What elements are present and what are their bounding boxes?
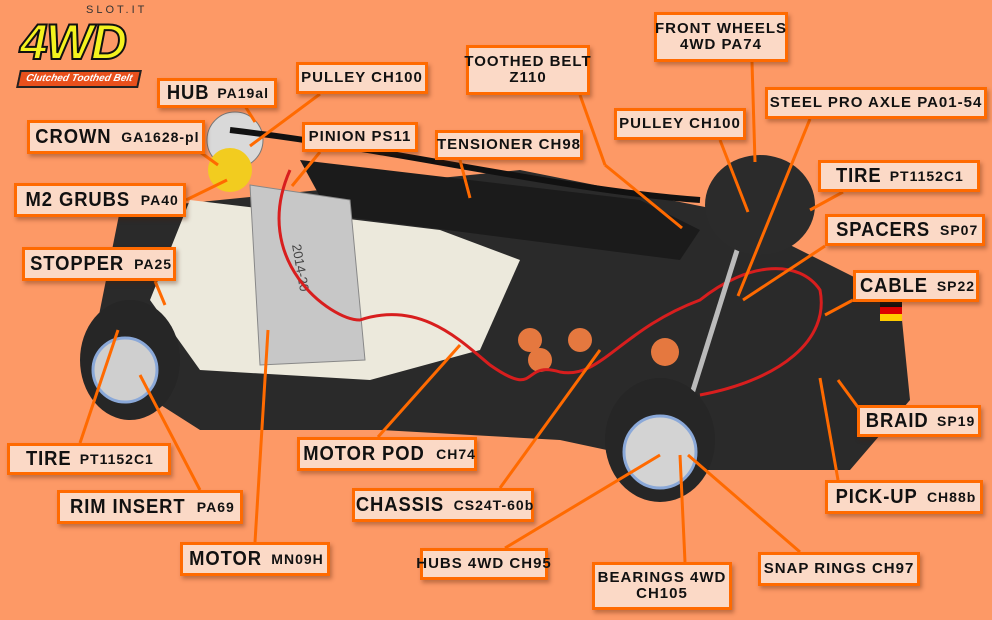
- label-snap-rings: SNAP RINGS CH97: [758, 552, 920, 586]
- label-pulley-front: PULLEY CH100: [614, 108, 746, 140]
- label-hubs-4wd: HUBS 4WD CH95: [416, 548, 551, 580]
- label-tensioner: TENSIONER CH98: [435, 130, 583, 160]
- logo-title: 4WD: [19, 14, 128, 70]
- slot-it-4wd-logo: SLOT.IT 4WD Clutched Toothed Belt: [14, 4, 156, 88]
- label-steel-pro-axle: STEEL PRO AXLE PA01-54: [765, 87, 987, 119]
- front-wheel-top: [705, 155, 815, 255]
- label-pinion: PINION PS11: [302, 122, 418, 152]
- label-pulley-rear: PULLEY CH100: [296, 62, 428, 94]
- logo-brand: SLOT.IT: [86, 4, 148, 16]
- logo-tagline: Clutched Toothed Belt: [16, 70, 143, 88]
- red-cable: [277, 169, 823, 397]
- leader-lines: [78, 61, 862, 563]
